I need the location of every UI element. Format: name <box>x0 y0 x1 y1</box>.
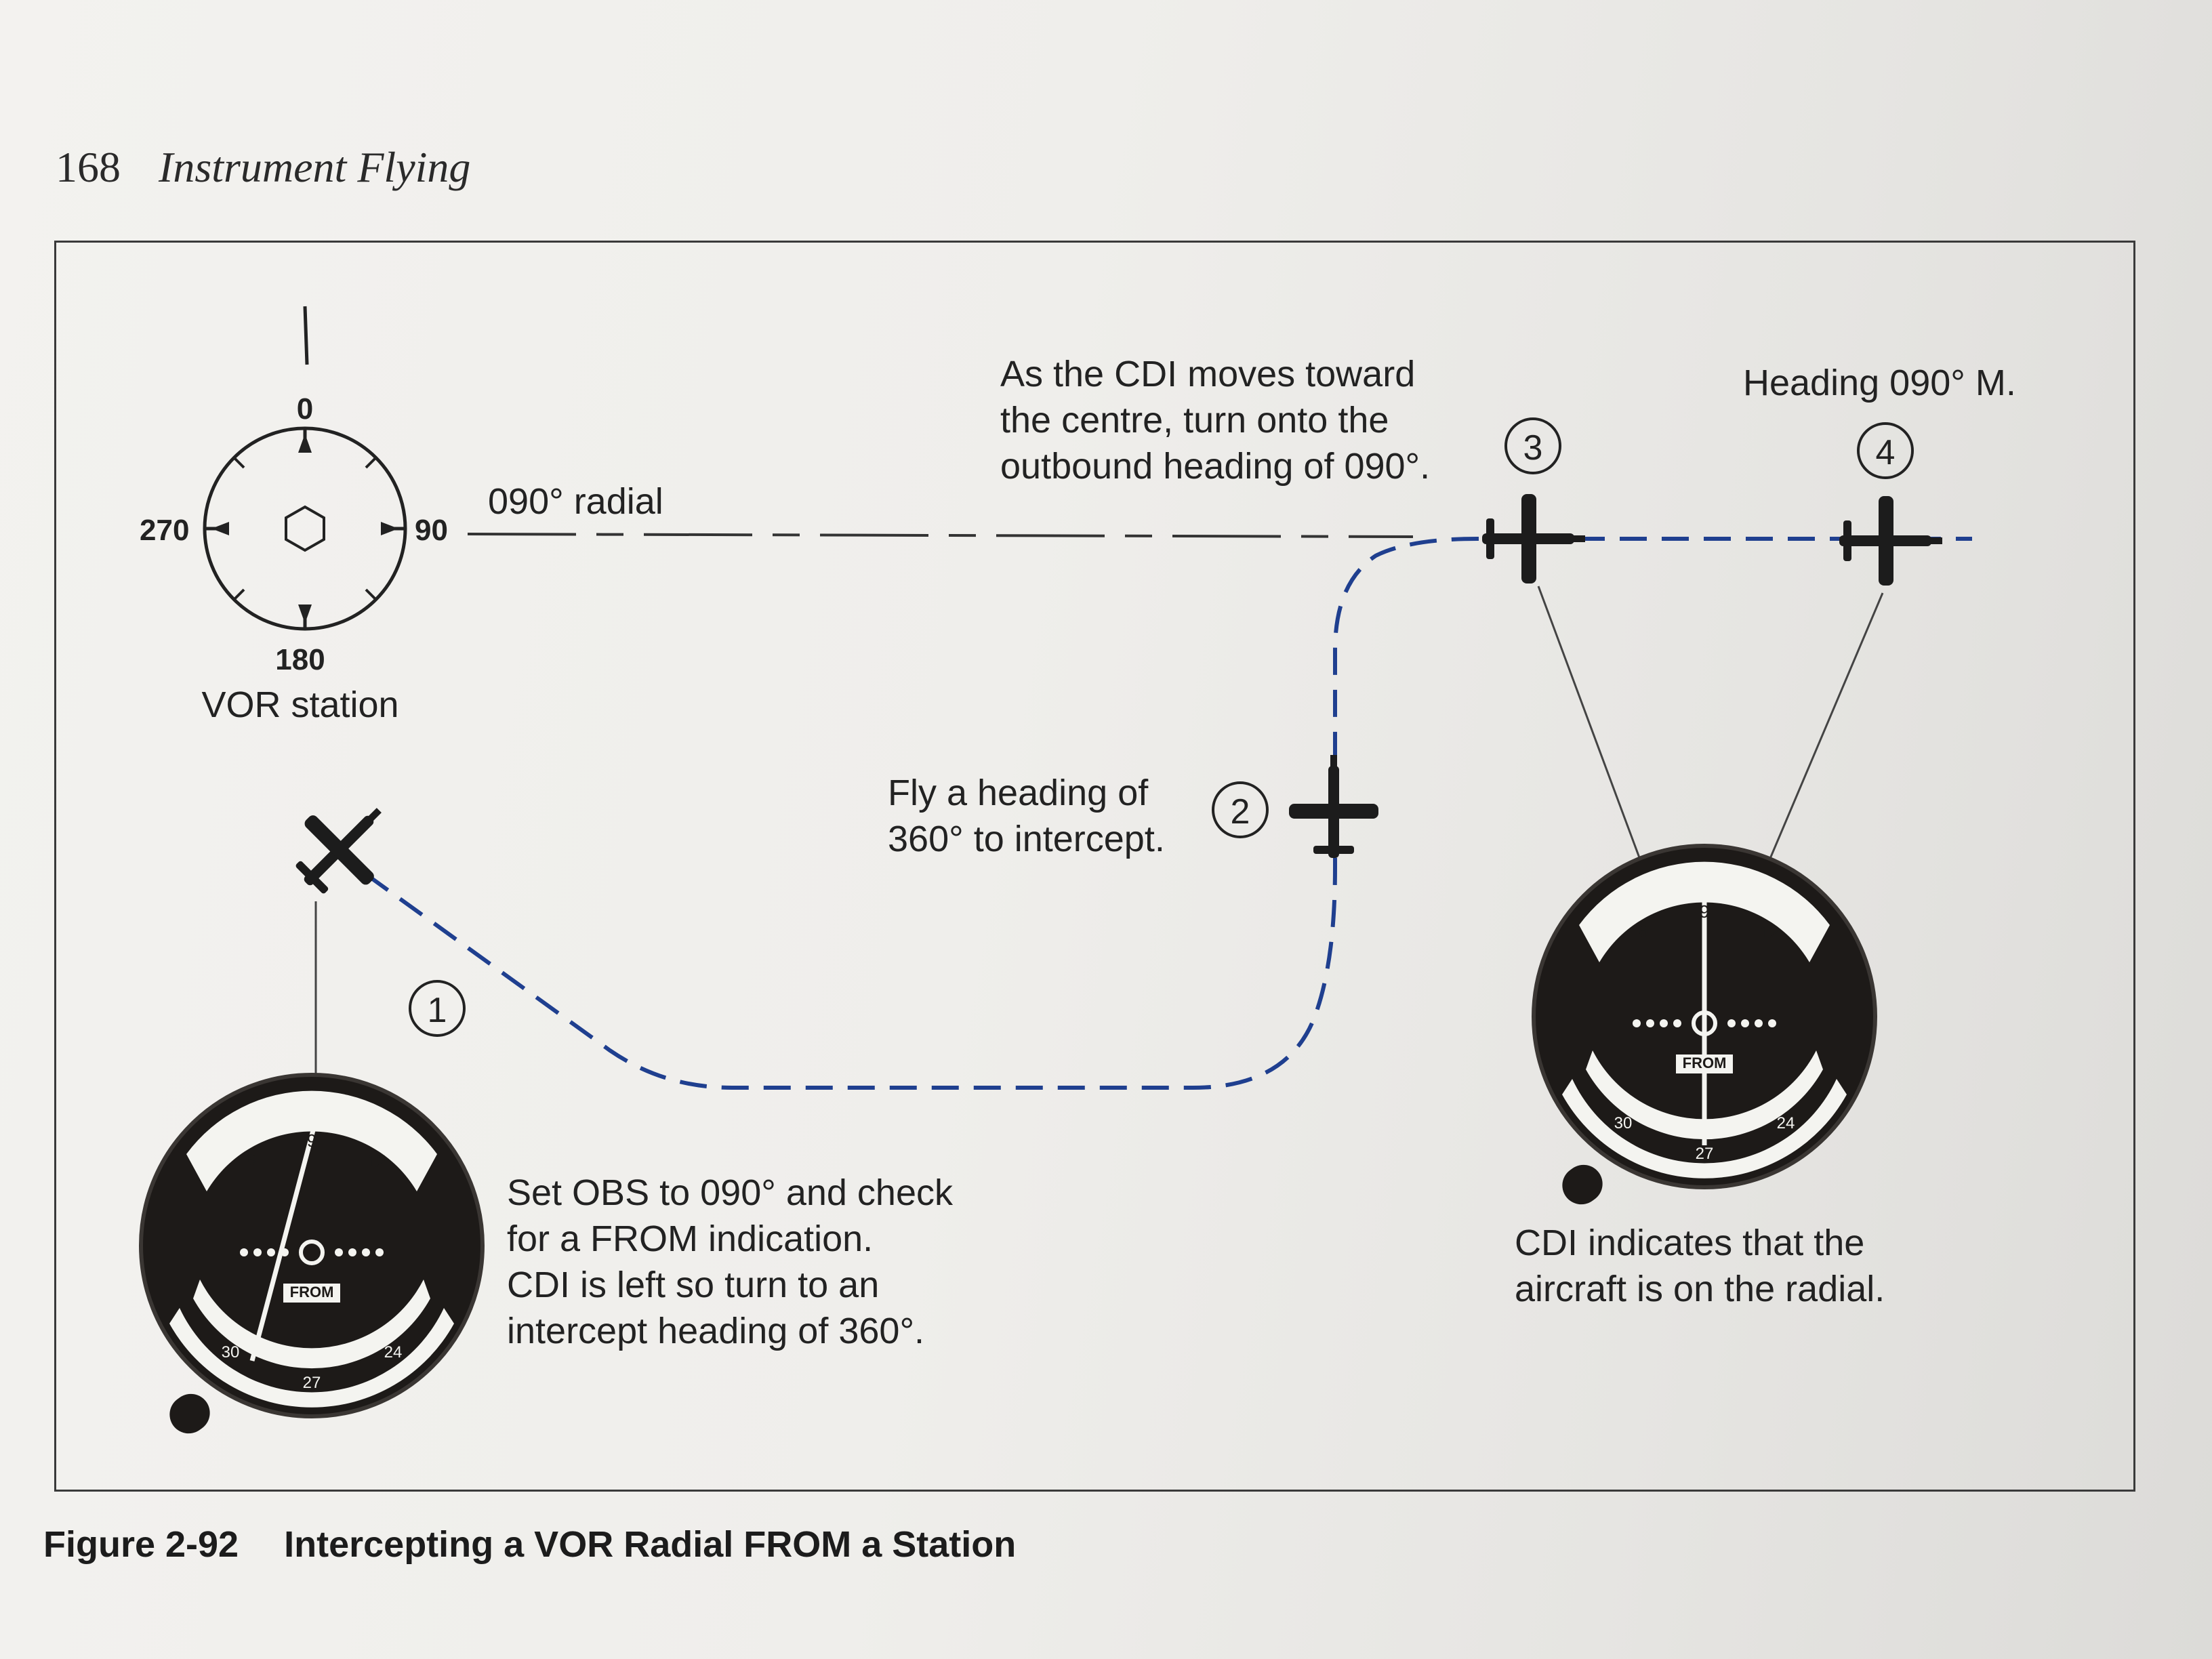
cdi-instrument-right: FROM 6 9 12 30 27 24 <box>1534 846 1875 1212</box>
page-header: 168 Instrument Flying <box>56 142 470 192</box>
page-number: 168 <box>56 143 121 191</box>
aircraft-2-icon <box>1289 755 1378 858</box>
cdi-flag-left: FROM <box>290 1284 334 1300</box>
svg-text:30: 30 <box>222 1343 240 1361</box>
cdi-flag-right: FROM <box>1683 1054 1727 1071</box>
aircraft-1-icon <box>274 778 411 915</box>
step-3-number: 3 <box>1523 428 1543 468</box>
compass-label-south: 180 <box>275 643 325 676</box>
aircraft-4-icon <box>1839 496 1942 586</box>
svg-text:24: 24 <box>384 1343 403 1361</box>
step-1-number: 1 <box>428 991 447 1030</box>
cdi-needle-left <box>249 1130 316 1361</box>
compass-label-west: 270 <box>140 514 189 547</box>
radial-line <box>467 533 1414 538</box>
step-4-number: 4 <box>1876 433 1896 472</box>
svg-text:12: 12 <box>367 1151 387 1171</box>
radial-label: 090° radial <box>488 481 663 522</box>
svg-text:9: 9 <box>1700 901 1709 922</box>
svg-text:24: 24 <box>1777 1114 1795 1132</box>
figure-number: Figure 2-92 <box>43 1524 239 1565</box>
figure-title: Intercepting a VOR Radial FROM a Station <box>284 1524 1017 1565</box>
compass-label-east: 90 <box>415 514 448 547</box>
annotation-cdi-on-radial: CDI indicates that the aircraft is on th… <box>1515 1223 1885 1309</box>
leader-line-4 <box>1761 592 1884 878</box>
compass-label-north: 0 <box>297 392 313 426</box>
figure-frame <box>54 241 2135 1492</box>
svg-text:6: 6 <box>1639 920 1648 941</box>
step-2-number: 2 <box>1231 792 1250 832</box>
vor-station-label: VOR station <box>201 684 398 725</box>
vor-compass-rose <box>203 306 407 631</box>
svg-text:30: 30 <box>1614 1114 1633 1132</box>
step-3-marker <box>1504 417 1561 474</box>
aircraft-3-icon <box>1482 494 1585 583</box>
cdi-instrument-left: FROM 6 9 12 30 27 24 <box>141 1075 483 1441</box>
annotation-step-4: Heading 090° M. <box>1743 363 2016 403</box>
annotation-step-3: As the CDI moves toward the centre, turn… <box>1000 354 1430 487</box>
annotation-step-1: Set OBS to 090° and check for a FROM ind… <box>507 1172 963 1351</box>
svg-text:12: 12 <box>1760 922 1780 942</box>
step-1-marker <box>409 980 466 1037</box>
svg-text:6: 6 <box>246 1149 255 1170</box>
leader-line-3 <box>1537 586 1648 878</box>
step-2-marker <box>1212 781 1269 838</box>
step-4-marker <box>1857 422 1914 479</box>
flight-path <box>365 537 1972 1090</box>
svg-text:27: 27 <box>1696 1145 1714 1163</box>
svg-text:9: 9 <box>307 1130 316 1151</box>
annotation-step-2: Fly a heading of 360° to intercept. <box>888 773 1165 859</box>
figure-caption: Figure 2-92 Intercepting a VOR Radial FR… <box>43 1523 1016 1565</box>
running-title: Instrument Flying <box>159 143 471 191</box>
svg-text:27: 27 <box>303 1374 321 1392</box>
